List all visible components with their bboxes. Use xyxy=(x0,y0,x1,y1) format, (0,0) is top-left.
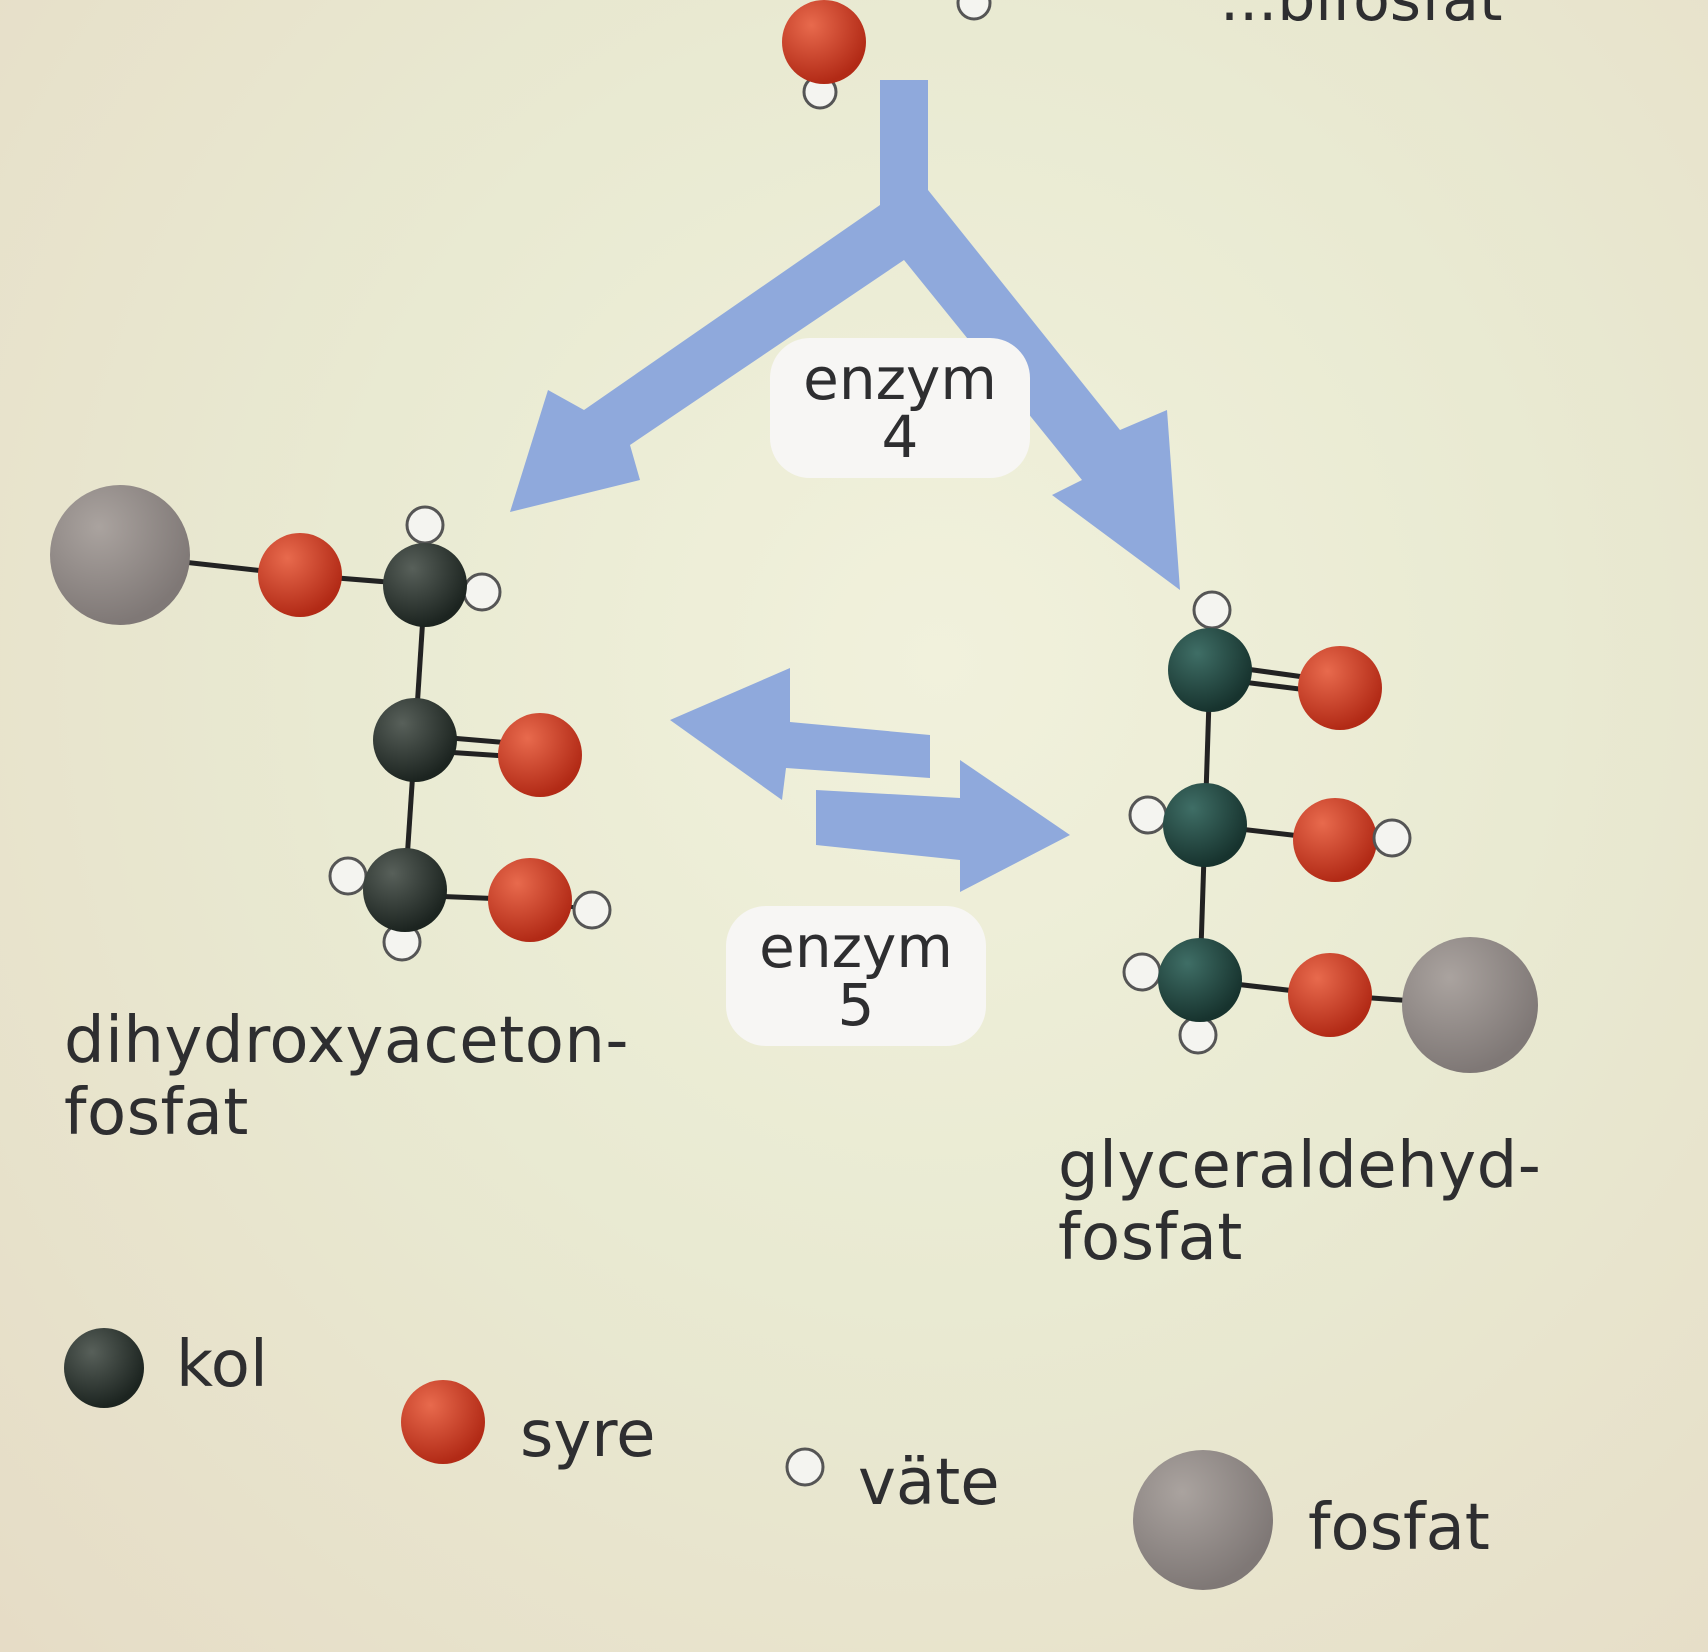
oxygen-atom xyxy=(1293,798,1377,882)
oxygen-atom xyxy=(258,533,342,617)
hydrogen-atom xyxy=(462,572,502,612)
legend-label-kol: kol xyxy=(176,1328,268,1402)
left-molecule-name-line1: dihydroxyaceton- xyxy=(64,1004,629,1078)
enzyme-4-label: enzym xyxy=(803,345,997,413)
phosphate-group-icon xyxy=(1133,1450,1273,1590)
enzyme-4-split-arrow xyxy=(510,80,1180,590)
enzyme-4-badge: enzym 4 xyxy=(770,338,1030,478)
phosphate-group xyxy=(50,485,190,625)
hydrogen-atom xyxy=(1122,952,1162,992)
left-molecule-name-line2: fosfat xyxy=(64,1076,249,1150)
top-molecule-fragment xyxy=(782,0,992,110)
oxygen-atom xyxy=(488,858,572,942)
hydrogen-atom-icon xyxy=(785,1447,825,1487)
legend-label-syre: syre xyxy=(520,1398,656,1472)
right-molecule xyxy=(1122,590,1538,1073)
left-molecule xyxy=(50,485,612,962)
oxygen-atom xyxy=(1298,646,1382,730)
carbon-atom xyxy=(373,698,457,782)
hydrogen-atom xyxy=(1192,590,1232,630)
hydrogen-atom xyxy=(1178,1015,1218,1055)
hydrogen-atom xyxy=(328,856,368,896)
enzyme-5-double-arrow xyxy=(670,668,1070,892)
enzyme-5-badge: enzym 5 xyxy=(726,906,986,1046)
carbon-atom xyxy=(363,848,447,932)
carbon-atom xyxy=(1163,783,1247,867)
legend-icons xyxy=(64,1328,1273,1590)
carbon-atom xyxy=(1158,938,1242,1022)
oxygen-atom xyxy=(1288,953,1372,1037)
enzyme-5-number: 5 xyxy=(837,971,875,1039)
oxygen-atom xyxy=(498,713,582,797)
top-label-partial: ...bifosfat xyxy=(1220,0,1502,35)
right-molecule-name-line1: glyceraldehyd- xyxy=(1058,1129,1542,1203)
hydrogen-atom xyxy=(572,890,612,930)
left-molecule-name: dihydroxyaceton- fosfat xyxy=(64,1005,629,1149)
oxygen-atom xyxy=(782,0,866,84)
right-molecule-name-line2: fosfat xyxy=(1058,1201,1243,1275)
right-molecule-name: glyceraldehyd- fosfat xyxy=(1058,1130,1541,1274)
carbon-atom xyxy=(1168,628,1252,712)
hydrogen-atom xyxy=(1128,795,1168,835)
carbon-atom-icon xyxy=(64,1328,144,1408)
carbon-atom xyxy=(383,543,467,627)
enzyme-5-label: enzym xyxy=(759,913,953,981)
hydrogen-atom xyxy=(956,0,992,21)
legend-label-fosfat: fosfat xyxy=(1308,1491,1490,1565)
hydrogen-atom xyxy=(405,505,445,545)
phosphate-group xyxy=(1402,937,1538,1073)
hydrogen-atom xyxy=(1372,818,1412,858)
legend-label-vate: väte xyxy=(858,1446,1000,1520)
enzyme-4-number: 4 xyxy=(881,403,919,471)
oxygen-atom-icon xyxy=(401,1380,485,1464)
